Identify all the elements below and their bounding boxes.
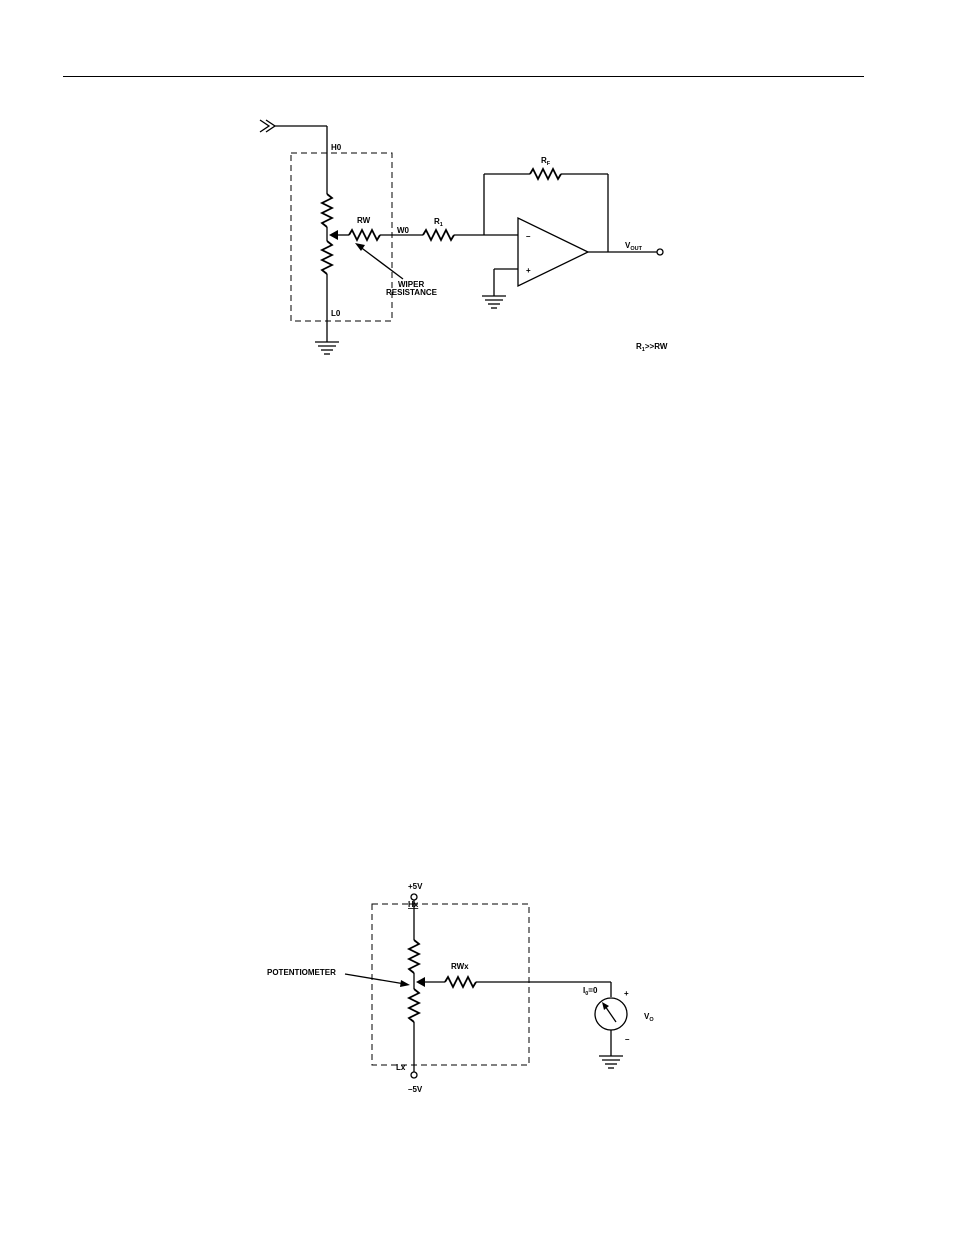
label-rw: RW bbox=[357, 216, 371, 225]
needle-arrow-icon bbox=[602, 1002, 609, 1010]
wiper-arrow-icon bbox=[329, 230, 338, 240]
meter-needle bbox=[605, 1006, 616, 1022]
input-arrow-icon bbox=[260, 120, 327, 194]
wiper-resistance-opamp-circuit: H0 L0 RW W0 R1 RF – + VOUT WIPER RESISTA… bbox=[258, 114, 670, 364]
label-r1: R1 bbox=[434, 217, 443, 228]
potentiometer-box bbox=[372, 904, 529, 1065]
lower-resistor bbox=[409, 989, 419, 1022]
upper-resistor bbox=[409, 940, 419, 973]
label-meter-minus: – bbox=[625, 1035, 630, 1044]
label-vout: VOUT bbox=[625, 241, 643, 252]
upper-resistor bbox=[322, 194, 332, 227]
output-terminal bbox=[657, 249, 663, 255]
circuit-diagram-1: H0 L0 RW W0 R1 RF – + VOUT WIPER RESISTA… bbox=[258, 114, 670, 364]
wiper-pointer-line bbox=[359, 246, 403, 279]
label-meter-plus: + bbox=[624, 989, 629, 998]
label-vo: VO bbox=[644, 1012, 654, 1023]
ground-icon bbox=[482, 296, 506, 308]
rw-resistor bbox=[349, 230, 380, 240]
label-resistance: RESISTANCE bbox=[386, 288, 438, 297]
label-rwx: RWx bbox=[451, 962, 469, 971]
label-lx: Lx bbox=[396, 1063, 406, 1072]
potentiometer-pointer-line bbox=[345, 974, 405, 984]
label-w0: W0 bbox=[397, 226, 410, 235]
label-potentiometer: POTENTIOMETER bbox=[267, 968, 336, 977]
label-hx: Hx bbox=[408, 900, 419, 909]
ground-icon bbox=[599, 1056, 623, 1068]
potentiometer-box bbox=[291, 153, 392, 321]
label-plus5v: +5V bbox=[408, 882, 423, 891]
circuit-diagram-2: +5V Hx Lx –5V RWx POTENTIOMETER I0=0 + –… bbox=[262, 876, 666, 1100]
pointer-arrow-icon bbox=[400, 980, 410, 987]
rf-resistor bbox=[530, 169, 561, 179]
label-inverting: – bbox=[526, 232, 531, 241]
label-l0: L0 bbox=[331, 309, 341, 318]
op-amp bbox=[518, 218, 588, 286]
r1-resistor bbox=[423, 230, 454, 240]
bottom-terminal bbox=[411, 1072, 417, 1078]
lower-resistor bbox=[322, 241, 332, 274]
label-i0: I0=0 bbox=[583, 986, 598, 997]
label-noninverting: + bbox=[526, 266, 531, 275]
label-rf: RF bbox=[541, 156, 551, 167]
wiper-measurement-circuit: +5V Hx Lx –5V RWx POTENTIOMETER I0=0 + –… bbox=[262, 876, 666, 1100]
rwx-resistor bbox=[445, 977, 476, 987]
label-minus5v: –5V bbox=[408, 1085, 423, 1094]
header-rule bbox=[63, 76, 864, 77]
label-h0: H0 bbox=[331, 143, 342, 152]
wiper-arrow-icon bbox=[416, 977, 425, 987]
label-note: R1>>RW bbox=[636, 342, 668, 353]
ground-icon bbox=[315, 342, 339, 354]
